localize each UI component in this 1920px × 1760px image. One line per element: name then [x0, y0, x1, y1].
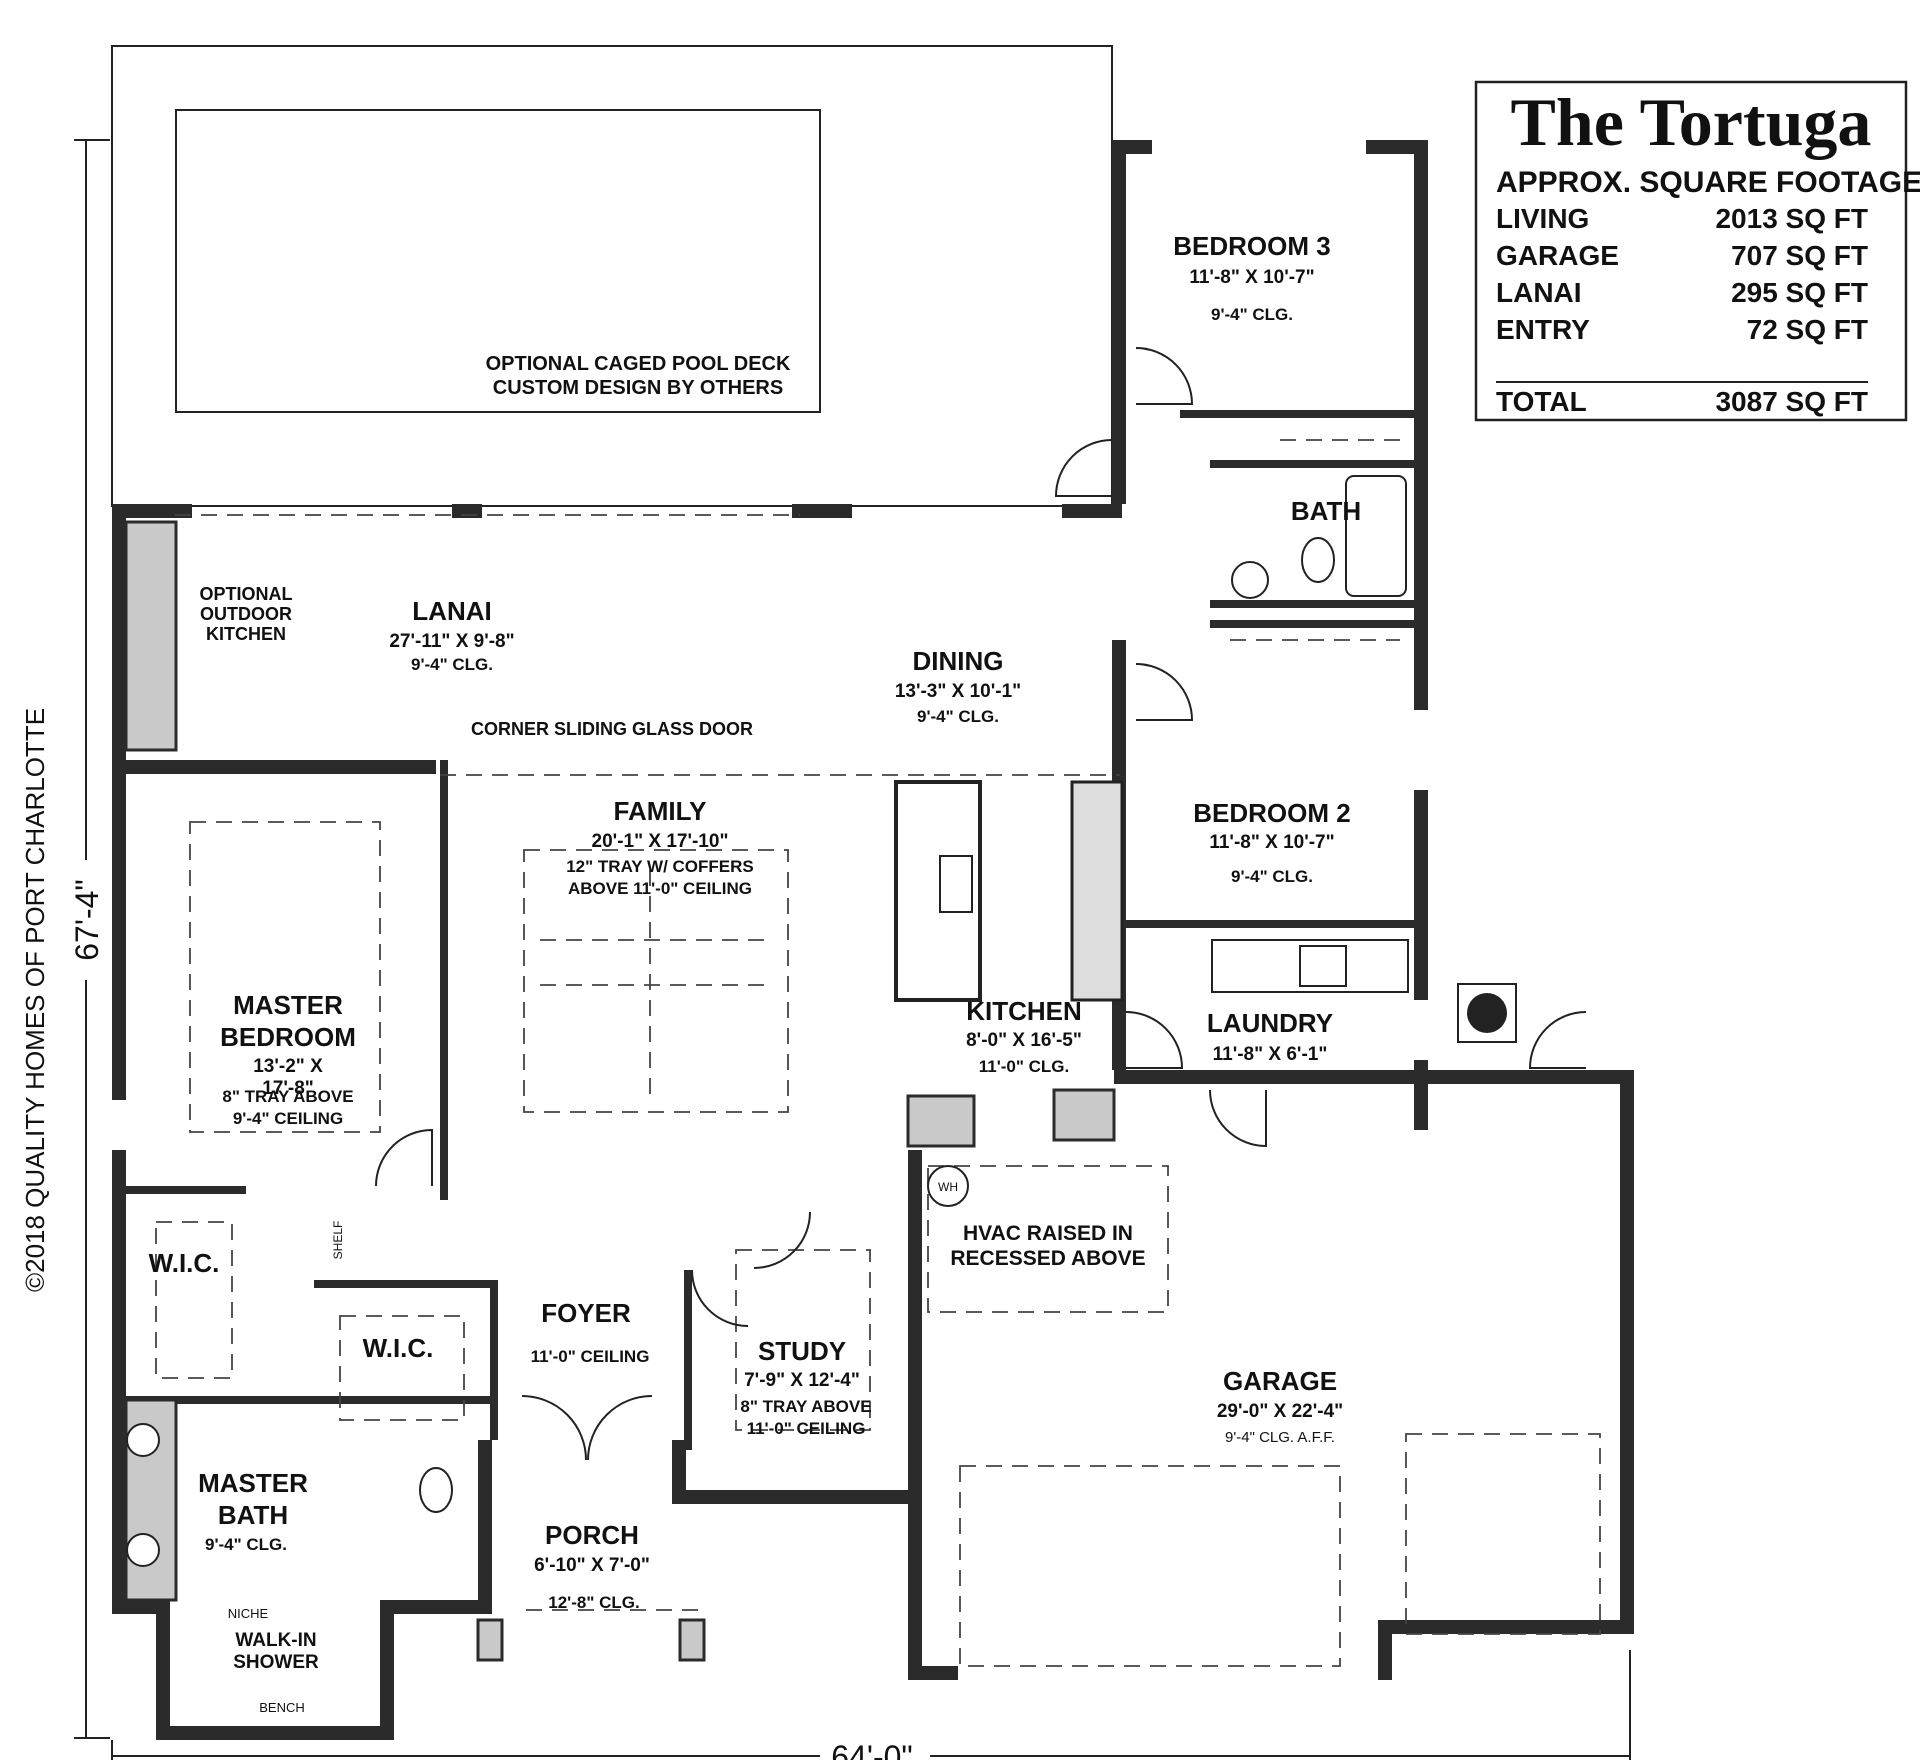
- dining-clg: 9'-4" CLG.: [917, 707, 999, 726]
- study-tray-2: 11'-0" CEILING: [747, 1419, 866, 1438]
- study-dim: 7'-9" X 12'-4": [744, 1370, 860, 1391]
- footage-value-living: 2013 SQ FT: [1715, 203, 1868, 234]
- outdoor-kitchen-label-1: OPTIONAL: [200, 584, 293, 604]
- garage-name: GARAGE: [1223, 1366, 1337, 1396]
- footage-label-lanai: LANAI: [1496, 277, 1582, 308]
- kitchen-name: KITCHEN: [966, 996, 1082, 1026]
- master-sink-1-icon: [126, 1423, 160, 1457]
- master-toilet-icon: [419, 1467, 453, 1513]
- square-footage-box: The Tortuga APPROX. SQUARE FOOTAGE LIVIN…: [1474, 80, 1920, 422]
- dining-name: DINING: [913, 646, 1004, 676]
- master-name-1: MASTER: [233, 990, 343, 1020]
- outdoor-kitchen-label-3: KITCHEN: [206, 624, 286, 644]
- shower-label-1: WALK-IN: [235, 1630, 316, 1651]
- lanai-dim: 27'-11" X 9'-8": [389, 631, 514, 652]
- pool-deck: OPTIONAL CAGED POOL DECK CUSTOM DESIGN B…: [111, 45, 1113, 507]
- ceiling-tray-lines: [155, 439, 1601, 1667]
- water-heater-label: WH: [938, 1180, 958, 1194]
- bedroom3-name: BEDROOM 3: [1173, 231, 1330, 261]
- master-tray-1: 8" TRAY ABOVE: [222, 1087, 353, 1106]
- wic2-label: W.I.C.: [363, 1333, 434, 1363]
- master-bath-name-2: BATH: [218, 1500, 288, 1530]
- depth-dimension: 67'-4": [69, 139, 110, 1739]
- hvac-label-2: RECESSED ABOVE: [950, 1247, 1145, 1270]
- bedroom3-dim: 11'-8" X 10'-7": [1189, 267, 1314, 288]
- fixtures: [126, 475, 1517, 1567]
- lanai-name: LANAI: [412, 596, 491, 626]
- pool-label-2: CUSTOM DESIGN BY OTHERS: [493, 377, 783, 399]
- family-name: FAMILY: [614, 796, 707, 826]
- shower-bench-label: BENCH: [259, 1700, 305, 1715]
- footage-label-garage: GARAGE: [1496, 240, 1619, 271]
- footage-value-total: 3087 SQ FT: [1715, 386, 1868, 417]
- bath-name: BATH: [1291, 496, 1361, 526]
- foyer-clg: 11'-0" CEILING: [531, 1347, 650, 1366]
- kitchen-counter: [1070, 780, 1124, 1002]
- doors: [375, 347, 1587, 1461]
- master-dim-1: 13'-2" X: [253, 1056, 323, 1077]
- laundry-dim: 11'-8" X 6'-1": [1213, 1044, 1328, 1065]
- island-sink-icon: [939, 855, 973, 913]
- footage-value-lanai: 295 SQ FT: [1731, 277, 1868, 308]
- laundry-sink-icon: [1299, 945, 1347, 987]
- plan-title: The Tortuga: [1511, 84, 1872, 160]
- bedroom2-dim: 11'-8" X 10'-7": [1209, 832, 1334, 853]
- width-dimension-label: 64'-0": [831, 1739, 913, 1760]
- family-dim: 20'-1" X 17'-10": [592, 831, 729, 852]
- study-tray-1: 8" TRAY ABOVE: [740, 1397, 871, 1416]
- sliding-door-label: CORNER SLIDING GLASS DOOR: [471, 719, 753, 739]
- master-bath-name-1: MASTER: [198, 1468, 308, 1498]
- shower-niche-label: NICHE: [228, 1606, 269, 1621]
- kitchen-dim: 8'-0" X 16'-5": [966, 1030, 1082, 1051]
- garage-clg: 9'-4" CLG. A.F.F.: [1225, 1429, 1335, 1446]
- water-heater-icon: [927, 1165, 969, 1207]
- wic1-label: W.I.C.: [149, 1248, 220, 1278]
- laundry-name: LAUNDRY: [1207, 1008, 1333, 1038]
- hvac-label-1: HVAC RAISED IN: [963, 1222, 1133, 1245]
- bathtub-icon: [1345, 475, 1407, 597]
- footage-heading: APPROX. SQUARE FOOTAGE: [1496, 166, 1920, 199]
- master-sink-2-icon: [126, 1533, 160, 1567]
- family-tray-2: ABOVE 11'-0" CEILING: [568, 879, 752, 898]
- depth-dimension-label: 67'-4": [69, 879, 105, 961]
- pool-cage-outline: [111, 45, 1113, 507]
- shower-label-2: SHOWER: [233, 1652, 319, 1673]
- footage-label-entry: ENTRY: [1496, 314, 1590, 345]
- porch-name: PORCH: [545, 1520, 639, 1550]
- garage-dim: 29'-0" X 22'-4": [1217, 1401, 1343, 1422]
- family-tray-1: 12" TRAY W/ COFFERS: [566, 857, 754, 876]
- porch-clg: 12'-8" CLG.: [548, 1593, 639, 1612]
- bath-sink-icon: [1231, 561, 1269, 599]
- pool-outline: [175, 109, 821, 413]
- footage-box-border: [1474, 80, 1908, 422]
- bedroom2-clg: 9'-4" CLG.: [1231, 867, 1313, 886]
- dining-dim: 13'-3" X 10'-1": [895, 681, 1021, 702]
- bedroom3-clg: 9'-4" CLG.: [1211, 305, 1293, 324]
- outdoor-kitchen-label-2: OUTDOOR: [200, 604, 292, 624]
- pool-label-1: OPTIONAL CAGED POOL DECK: [486, 353, 791, 375]
- footage-label-total: TOTAL: [1496, 386, 1587, 417]
- toilet-icon: [1301, 537, 1335, 583]
- master-dim-2: 17'-8": [262, 1078, 314, 1099]
- footage-label-living: LIVING: [1496, 203, 1589, 234]
- kitchen-clg: 11'-0" CLG.: [979, 1057, 1070, 1076]
- porch-dim: 6'-10" X 7'-0": [534, 1555, 650, 1576]
- foyer-name: FOYER: [541, 1298, 631, 1328]
- room-labels: BEDROOM 3 11'-8" X 10'-7" 9'-4" CLG. BAT…: [149, 231, 1362, 1715]
- footage-value-garage: 707 SQ FT: [1731, 240, 1868, 271]
- study-name: STUDY: [758, 1336, 846, 1366]
- lanai-clg: 9'-4" CLG.: [411, 655, 493, 674]
- shelf-label: SHELF: [331, 1221, 345, 1260]
- master-bath-clg: 9'-4" CLG.: [205, 1535, 287, 1554]
- footage-value-entry: 72 SQ FT: [1747, 314, 1868, 345]
- copyright-text: ©2018 QUALITY HOMES OF PORT CHARLOTTE: [20, 708, 50, 1292]
- width-dimension: 64'-0": [111, 1650, 1631, 1760]
- ac-fan-icon: [1467, 993, 1507, 1033]
- master-name-2: BEDROOM: [220, 1022, 356, 1052]
- master-tray-2: 9'-4" CEILING: [233, 1109, 343, 1128]
- bedroom2-name: BEDROOM 2: [1193, 798, 1350, 828]
